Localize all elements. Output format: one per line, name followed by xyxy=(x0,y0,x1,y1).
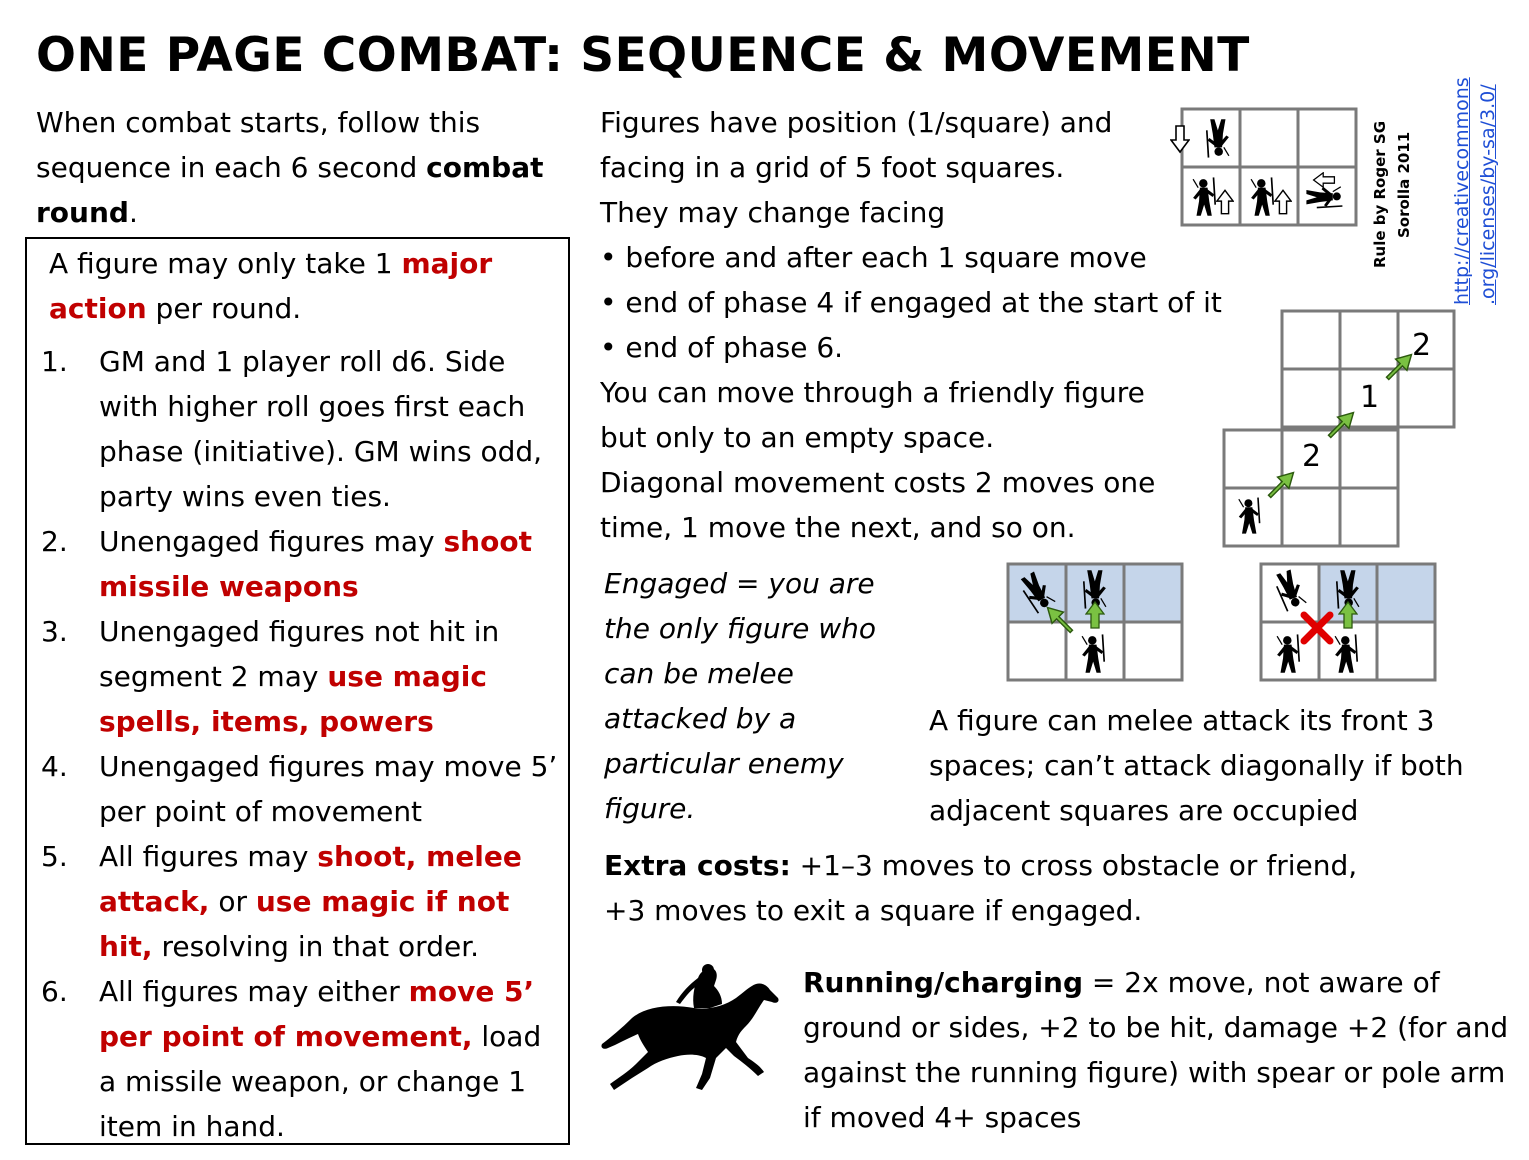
license-link[interactable]: http://creativecommons .org/licenses/by-… xyxy=(1450,45,1500,315)
horse-rider-icon xyxy=(601,964,779,1090)
warrior-figure-icon xyxy=(1192,176,1217,217)
phase-item: 1. GM and 1 player roll d6. Side with hig… xyxy=(41,339,566,519)
movement-line: • before and after each 1 square move xyxy=(600,241,1147,274)
intro-combat-round: combat round xyxy=(36,151,544,229)
phase-number: 5. xyxy=(41,840,68,873)
movement-line: Figures have position (1/square) and xyxy=(600,106,1113,139)
credit-line: Sorolla 2011 xyxy=(1395,131,1413,238)
phase-item: 3. Unengaged figures not hit in segment 2… xyxy=(41,609,566,744)
phase-number: 2. xyxy=(41,525,68,558)
intro-body: When combat starts, follow this sequence… xyxy=(36,106,481,184)
phase-text: load a missile weapon, or change 1 item … xyxy=(99,1020,542,1143)
warrior-figure-icon xyxy=(1250,176,1275,217)
warrior-figure-icon xyxy=(1276,633,1301,674)
phase-list: 1. GM and 1 player roll d6. Side with hig… xyxy=(41,339,566,1149)
phase-text: Unengaged figures may xyxy=(99,525,444,558)
movement-line: • end of phase 6. xyxy=(600,331,844,364)
lead-major-action: major action xyxy=(49,247,493,325)
intro-end: . xyxy=(128,196,138,229)
melee-blocked-diagram xyxy=(1259,562,1437,682)
phase-number: 4. xyxy=(41,750,68,783)
phase-item: 2. Unengaged figures may shoot missile we… xyxy=(41,519,566,609)
warrior-figure-icon xyxy=(1237,496,1261,535)
running-text: = 2x move, not aware of ground or sides,… xyxy=(803,966,1509,1134)
phase-text: GM and 1 player roll d6. Side with highe… xyxy=(99,345,543,513)
facing-arrow-icon xyxy=(1312,172,1336,188)
page-title: ONE PAGE COMBAT: SEQUENCE & MOVEMENT xyxy=(36,28,1250,83)
running-label: Running/charging xyxy=(803,966,1084,999)
phase-highlight: move 5’ per point of movement, xyxy=(99,975,535,1053)
blocked-cross-icon xyxy=(1300,611,1334,645)
movement-rules: Figures have position (1/square) and fac… xyxy=(600,100,1240,550)
phase-number: 6. xyxy=(41,975,68,1008)
phase-text: All figures may either xyxy=(99,975,409,1008)
phase-text: or xyxy=(209,885,256,918)
phase-item: 6. All figures may either move 5’ per poi… xyxy=(41,969,566,1149)
diagonal-movement-diagram: 2 1 2 xyxy=(1222,309,1456,548)
phase-highlight: use magic spells, items, powers xyxy=(99,660,487,738)
phase-number: 3. xyxy=(41,615,68,648)
warrior-figure-icon xyxy=(1334,633,1359,674)
license-link-line[interactable]: .org/licenses/by-sa/3.0/ xyxy=(1477,84,1499,305)
move-cost-label: 1 xyxy=(1360,380,1379,415)
movement-line: They may change facing xyxy=(600,196,946,229)
move-cost-label: 2 xyxy=(1412,328,1431,363)
facing-arrow-icon xyxy=(1216,189,1234,215)
credit-line: Rule by Roger SG xyxy=(1371,120,1389,268)
movement-line: but only to an empty space. xyxy=(600,421,995,454)
phase-text: All figures may xyxy=(99,840,318,873)
movement-line: You can move through a friendly figure xyxy=(600,376,1145,409)
license-link-line[interactable]: http://creativecommons xyxy=(1451,77,1473,305)
phase-number: 1. xyxy=(41,345,68,378)
intro-text: When combat starts, follow this sequence… xyxy=(36,100,556,235)
movement-line: time, 1 move the next, and so on. xyxy=(600,511,1076,544)
lead-pre: A figure may only take 1 xyxy=(49,247,402,280)
facing-diagram xyxy=(1170,107,1358,227)
phase-item: 4. Unengaged figures may move 5’ per poin… xyxy=(41,744,566,834)
phase-item: 5. All figures may shoot, melee attack, o… xyxy=(41,834,566,969)
facing-arrow-icon xyxy=(1274,189,1292,215)
warrior-figure-icon xyxy=(1305,185,1344,209)
warrior-figure-icon xyxy=(1272,567,1308,613)
phase-text: Unengaged figures not hit in segment 2 m… xyxy=(99,615,500,693)
extra-costs-line2: +3 moves to exit a square if engaged. xyxy=(604,894,1143,927)
phase-highlight: use magic if not hit, xyxy=(99,885,510,963)
movement-line: Diagonal movement costs 2 moves one xyxy=(600,466,1156,499)
major-action-rule: A figure may only take 1 major action pe… xyxy=(49,241,559,331)
move-cost-label: 2 xyxy=(1302,439,1321,474)
phase-highlight: shoot missile weapons xyxy=(99,525,532,603)
melee-rule: A figure can melee attack its front 3 sp… xyxy=(929,704,1464,827)
movement-line: • end of phase 4 if engaged at the start… xyxy=(600,286,1222,319)
warrior-figure-icon xyxy=(1205,118,1230,159)
phase-highlight: shoot, melee attack, xyxy=(99,840,522,918)
extra-costs-label: Extra costs: xyxy=(604,849,791,882)
running-charging-rule: Running/charging = 2x move, not aware of… xyxy=(803,960,1518,1140)
combat-sequence-box: A figure may only take 1 major action pe… xyxy=(25,237,570,1145)
lead-post: per round. xyxy=(146,292,302,325)
warrior-figure-icon xyxy=(1081,633,1106,674)
movement-line: facing in a grid of 5 foot squares. xyxy=(600,151,1065,184)
phase-text: resolving in that order. xyxy=(152,930,480,963)
melee-front-diagram xyxy=(1006,562,1184,682)
extra-costs-text: +1–3 moves to cross obstacle or friend, xyxy=(790,849,1358,882)
extra-costs: Extra costs: +1–3 moves to cross obstacl… xyxy=(604,843,1504,933)
phase-text: Unengaged figures may move 5’ per point … xyxy=(99,750,558,828)
facing-arrow-icon xyxy=(1170,125,1190,153)
author-credit: Rule by Roger SG Sorolla 2011 xyxy=(1362,88,1442,278)
engaged-definition: Engaged = you are the only figure who ca… xyxy=(604,567,877,825)
